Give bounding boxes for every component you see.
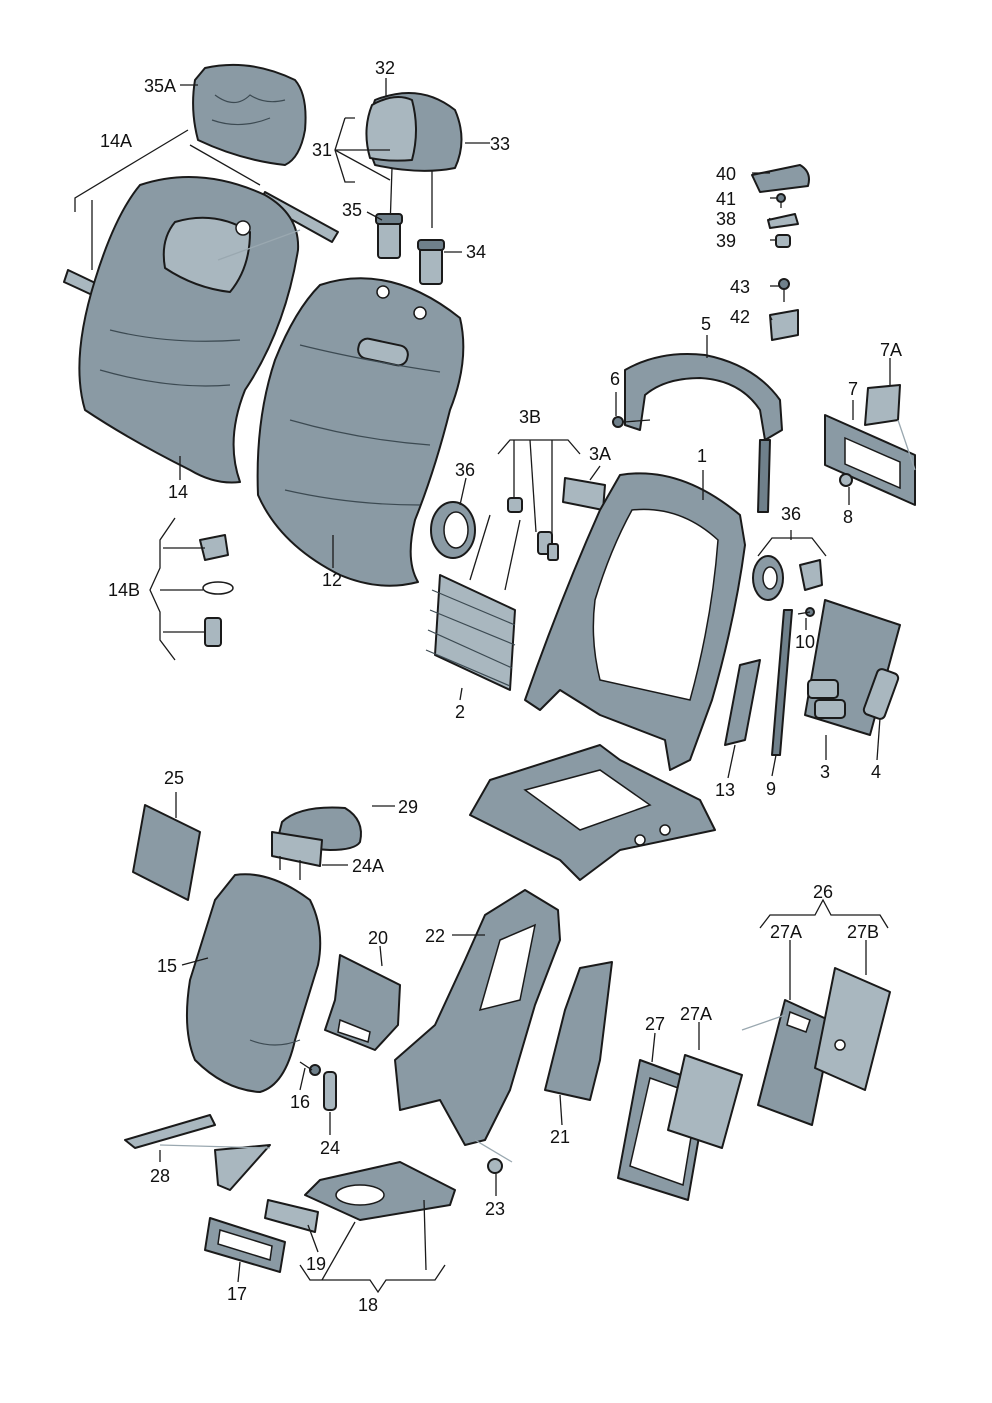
part-39-nut — [775, 234, 791, 248]
part-labels: 35A 32 31 33 35 34 14A 14 12 14B 40 41 3… — [100, 58, 902, 1315]
part-7a-pad — [864, 384, 901, 426]
part-12-backrest-cover — [256, 277, 465, 587]
part-27b-cover — [814, 967, 891, 1091]
label-27a-top: 27A — [770, 922, 802, 942]
label-20: 20 — [368, 928, 388, 948]
label-9: 9 — [766, 779, 776, 799]
part-35a-headrest-cushion — [192, 63, 307, 166]
label-16: 16 — [290, 1092, 310, 1112]
label-25: 25 — [164, 768, 184, 788]
label-32: 32 — [375, 58, 395, 78]
label-35: 35 — [342, 200, 362, 220]
label-35a: 35A — [144, 76, 176, 96]
part-23-nut — [487, 1158, 503, 1174]
leader-lines — [74, 78, 916, 1294]
label-13: 13 — [715, 780, 735, 800]
label-28: 28 — [150, 1166, 170, 1186]
label-6: 6 — [610, 369, 620, 389]
part-17-frame — [204, 1217, 286, 1273]
part-14-backrest-cover — [78, 176, 300, 484]
label-43: 43 — [730, 277, 750, 297]
part-18-seat-pan — [304, 1161, 456, 1221]
part-24a-bracket — [271, 831, 323, 880]
part-41-screw — [776, 193, 786, 208]
label-42: 42 — [730, 307, 750, 327]
part-7-bracket — [824, 414, 916, 506]
part-40-cover-cap — [751, 164, 810, 193]
label-27a: 27A — [680, 1004, 712, 1024]
part-36-ring — [430, 501, 476, 559]
part-2-lumbar-mat — [425, 514, 521, 691]
label-17: 17 — [227, 1284, 247, 1304]
part-4-pump — [862, 668, 900, 720]
part-10-screw — [797, 607, 815, 617]
label-18: 18 — [358, 1295, 378, 1315]
label-31: 31 — [312, 140, 332, 160]
label-1: 1 — [697, 446, 707, 466]
label-2: 2 — [455, 702, 465, 722]
label-7a: 7A — [880, 340, 902, 360]
label-33: 33 — [490, 134, 510, 154]
label-19: 19 — [306, 1254, 326, 1274]
part-42-bracket — [769, 309, 799, 341]
label-22: 22 — [425, 926, 445, 946]
label-8: 8 — [843, 507, 853, 527]
label-38: 38 — [716, 209, 736, 229]
part-13-trim — [724, 659, 761, 746]
label-3b: 3B — [519, 407, 541, 427]
label-7: 7 — [848, 379, 858, 399]
label-14: 14 — [168, 482, 188, 502]
part-3b-clips — [507, 497, 559, 561]
label-4: 4 — [871, 762, 881, 782]
label-14b: 14B — [108, 580, 140, 600]
part-33-headrest — [365, 91, 463, 229]
part-28-brackets — [124, 1114, 271, 1191]
label-24a: 24A — [352, 856, 384, 876]
part-20-trim — [324, 954, 401, 1051]
part-14b-clips — [199, 534, 234, 647]
part-36-speaker — [752, 555, 823, 601]
part-25-panel — [132, 804, 201, 901]
part-8-nut — [839, 473, 853, 487]
label-29: 29 — [398, 797, 418, 817]
label-21: 21 — [550, 1127, 570, 1147]
label-41: 41 — [716, 189, 736, 209]
label-27: 27 — [645, 1014, 665, 1034]
part-27a-pad-small — [667, 1054, 743, 1149]
part-5-upper-frame — [624, 353, 783, 513]
label-10: 10 — [795, 632, 815, 652]
part-6-screw — [612, 416, 651, 428]
label-23: 23 — [485, 1199, 505, 1219]
part-38-bracket — [767, 213, 799, 229]
label-3: 3 — [820, 762, 830, 782]
part-34-guide — [417, 239, 445, 285]
part-43-bolt — [778, 278, 790, 302]
part-21-side-trim — [544, 961, 613, 1101]
label-5: 5 — [701, 314, 711, 334]
part-3a-clip — [562, 477, 606, 511]
label-34: 34 — [466, 242, 486, 262]
label-12: 12 — [322, 570, 342, 590]
label-26: 26 — [813, 882, 833, 902]
label-3a: 3A — [589, 444, 611, 464]
part-seat-lower-frame — [469, 744, 716, 881]
label-40: 40 — [716, 164, 736, 184]
part-35-guide — [375, 213, 403, 259]
part-9-rod — [771, 609, 793, 756]
part-19-strip — [264, 1199, 319, 1233]
label-24: 24 — [320, 1138, 340, 1158]
label-27b: 27B — [847, 922, 879, 942]
label-14a: 14A — [100, 131, 132, 151]
label-39: 39 — [716, 231, 736, 251]
label-15: 15 — [157, 956, 177, 976]
part-27a-pad — [757, 999, 834, 1126]
part-24-pin — [323, 1071, 337, 1111]
part-22-side-frame — [394, 889, 561, 1146]
part-16-screw — [299, 1061, 321, 1076]
part-1-backrest-frame — [524, 472, 746, 771]
label-36-right: 36 — [781, 504, 801, 524]
label-36-left: 36 — [455, 460, 475, 480]
part-15-side-bolster — [185, 873, 322, 1093]
